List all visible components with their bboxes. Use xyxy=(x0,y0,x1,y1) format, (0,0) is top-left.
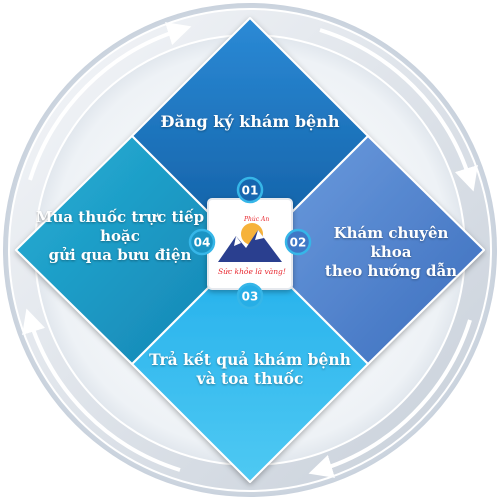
step-3-badge: 03 xyxy=(236,282,264,310)
logo-bottom-text: Sức khỏe là vàng! xyxy=(218,267,286,276)
step-1-number: 01 xyxy=(242,184,259,198)
step-3-line-2: và toa thuốc xyxy=(196,369,304,389)
step-4-label: Mua thuốc trực tiếp hoặc gửi qua bưu điệ… xyxy=(30,208,210,264)
step-4-line-3: gửi qua bưu điện xyxy=(48,245,192,264)
step-4-line-1: Mua thuốc trực tiếp xyxy=(35,208,205,226)
step-1-badge: 01 xyxy=(236,176,264,204)
cycle-arrow-icon xyxy=(308,319,472,478)
step-3-line-1: Trả kết quả khám bệnh xyxy=(149,350,351,369)
step-2-label: Khám chuyên khoa theo hướng dẫn xyxy=(316,224,466,280)
cycle-arrow-icon xyxy=(319,28,478,192)
step-3-label: Trả kết quả khám bệnh và toa thuốc xyxy=(140,350,360,389)
cycle-arrow-icon xyxy=(22,308,181,472)
cycle-arrow-icon xyxy=(28,22,192,181)
logo-top-text: Phúc An xyxy=(243,216,269,223)
mountain-sun-logo: Phúc An Sức khỏe là vàng! xyxy=(218,216,286,276)
step-3-number: 03 xyxy=(242,290,259,304)
step-1-label: Đăng ký khám bệnh xyxy=(150,112,350,132)
step-2-line-2: theo hướng dẫn xyxy=(324,261,458,280)
step-4-line-2: hoặc xyxy=(100,226,140,245)
step-2-number: 02 xyxy=(290,236,307,250)
step-4-number: 04 xyxy=(194,236,211,250)
step-1-line-1: Đăng ký khám bệnh xyxy=(160,112,340,131)
step-2-badge: 02 xyxy=(284,228,312,256)
ring-outer-edge xyxy=(8,8,492,492)
step-2-line-1: Khám chuyên khoa xyxy=(333,224,449,261)
step-4-badge: 04 xyxy=(188,228,216,256)
